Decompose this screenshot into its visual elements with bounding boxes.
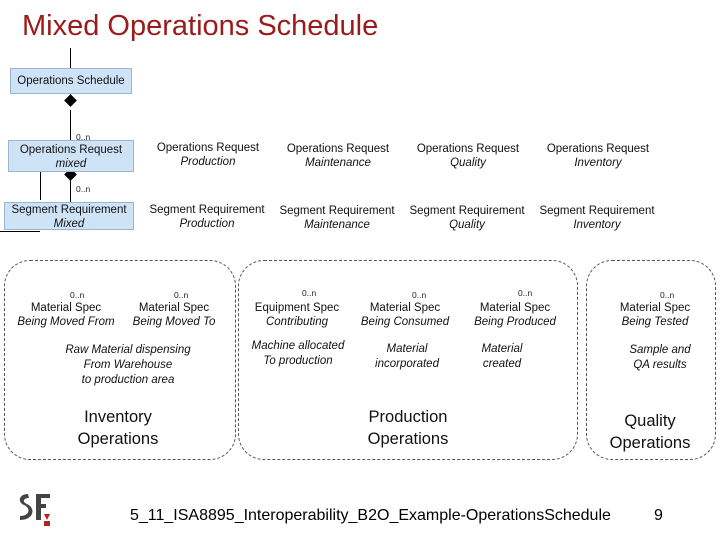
note-line: To production [263,355,333,367]
box-line2: Being Moved From [17,316,115,328]
note-line: Sample and [629,344,691,356]
multiplicity-label: 0..n [302,288,317,298]
segment-requirement-mixed-box: Segment Requirement Mixed [4,202,134,230]
note-line: to production area [81,374,175,386]
note-line: incorporated [375,358,439,370]
note-incorporated: Material incorporated [360,342,454,372]
box-line1: Operations Request [286,143,390,155]
box-line1: Segment Requirement [11,204,127,216]
note-line: Material [386,343,428,355]
box-line1: Operations Request [19,144,123,156]
page-number: 9 [654,507,663,524]
segment-requirement-inventory-box: Segment Requirement Inventory [534,204,660,232]
note-line: created [482,358,522,370]
material-spec-produced-box: Material Spec Being Produced [464,301,566,329]
box-line1: Operations Request [546,143,650,155]
note-line: From Warehouse [83,359,173,371]
group-line: Inventory [84,408,152,426]
material-spec-moved-from-box: Material Spec Being Moved From [12,301,120,329]
box-line2: Contributing [265,316,328,328]
sf-logo-icon [14,490,56,530]
box-line2: Quality [449,219,485,231]
operations-schedule-box: Operations Schedule [10,68,132,94]
box-line2: Being Produced [474,316,556,328]
multiplicity-label: 0..n [412,290,427,300]
box-line2: Inventory [573,219,621,231]
connector-line [0,231,40,232]
box-line1: Material Spec [30,302,102,314]
multiplicity-label: 0..n [76,184,91,194]
multiplicity-label: 0..n [518,288,533,298]
connector-line [70,175,71,203]
quality-region [586,260,716,460]
operations-request-inventory-box: Operations Request Inventory [538,142,658,170]
multiplicity-label: 0..n [76,132,91,142]
box-line2: Maintenance [304,219,370,231]
box-line1: Operations Request [156,142,260,154]
equipment-spec-contributing-box: Equipment Spec Contributing [246,301,348,329]
group-line: Operations [609,434,691,452]
quality-operations-label: Quality Operations [592,410,708,454]
note-raw-material: Raw Material dispensing From Warehouse t… [50,343,206,388]
box-line1: Segment Requirement [279,205,395,217]
material-spec-tested-box: Material Spec Being Tested [604,301,706,329]
segment-requirement-production-box: Segment Requirement Production [144,203,270,231]
operations-request-maintenance-box: Operations Request Maintenance [278,142,398,170]
box-line2: Quality [450,157,486,169]
box-line2: Inventory [574,157,622,169]
operations-request-mixed-box: Operations Request mixed [8,140,134,172]
box-line2: Being Tested [621,316,689,328]
box-line1: Material Spec [479,302,551,314]
box-line1: Segment Requirement [409,205,525,217]
footer-text: 5_11_ISA8895_Interoperability_B2O_Exampl… [130,507,611,524]
aggregation-diamond [64,94,77,107]
note-line: Raw Material dispensing [65,344,191,356]
note-created: Material created [460,342,544,372]
operations-request-quality-box: Operations Request Quality [408,142,528,170]
group-line: Operations [77,430,159,448]
operations-schedule-label: Operations Schedule [17,75,125,87]
segment-requirement-quality-box: Segment Requirement Quality [404,204,530,232]
production-operations-label: Production Operations [338,406,478,450]
box-line2: Being Consumed [360,316,450,328]
material-spec-moved-to-box: Material Spec Being Moved To [120,301,228,329]
material-spec-consumed-box: Material Spec Being Consumed [354,301,456,329]
box-line1: Operations Request [416,143,520,155]
box-line1: Material Spec [369,302,441,314]
box-line2: Production [180,156,236,168]
segment-requirement-maintenance-box: Segment Requirement Maintenance [274,204,400,232]
box-line2: Being Moved To [132,316,216,328]
box-line2: Mixed [53,218,85,230]
group-line: Production [368,408,448,426]
production-region [238,260,578,460]
box-line2: Maintenance [305,157,371,169]
box-line1: Material Spec [619,302,691,314]
note-line: Machine allocated [251,340,345,352]
box-line2: Production [179,218,235,230]
note-line: Material [481,343,523,355]
multiplicity-label: 0..n [660,290,675,300]
note-machine: Machine allocated To production [240,339,356,369]
box-line1: Segment Requirement [149,204,265,216]
operations-request-production-box: Operations Request Production [148,141,268,169]
box-line1: Material Spec [138,302,210,314]
box-line1: Equipment Spec [254,302,340,314]
group-line: Operations [367,430,449,448]
connector-line [70,110,71,140]
multiplicity-label: 0..n [70,290,85,300]
note-sample: Sample and QA results [610,343,710,373]
group-line: Quality [624,412,676,430]
multiplicity-label: 0..n [174,290,189,300]
box-line2: mixed [55,158,87,170]
slide-title: Mixed Operations Schedule [22,10,379,42]
box-line1: Segment Requirement [539,205,655,217]
inventory-region [4,260,236,460]
note-line: QA results [633,359,687,371]
inventory-operations-label: Inventory Operations [48,406,188,450]
